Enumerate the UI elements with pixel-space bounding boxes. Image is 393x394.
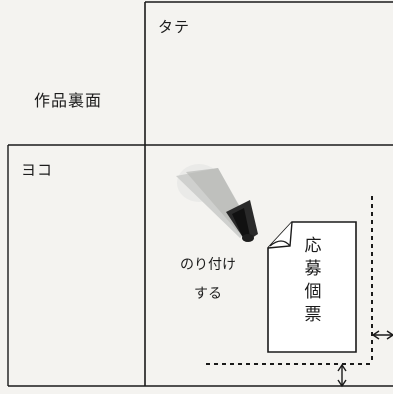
cell-label-artwork-back: 作品裏面: [34, 91, 103, 110]
glue-instruction-line-1: のり付け: [180, 257, 236, 273]
grid-lines: [7, 1, 393, 387]
entry-form-char: 募: [304, 259, 322, 279]
cell-label-tate: タテ: [158, 18, 191, 36]
dotted-guides: [206, 196, 373, 365]
entry-form-char: 票: [304, 305, 322, 325]
entry-form-sheet: [267, 221, 357, 353]
horizontal-double-arrow-icon: [371, 330, 393, 340]
vertical-double-arrow-icon: [337, 363, 347, 388]
entry-form-label: 応 募 個 票: [283, 238, 343, 330]
glue-instruction-line-2: する: [194, 286, 222, 302]
entry-form-char: 応: [304, 236, 322, 256]
entry-form-char: 個: [304, 282, 322, 302]
glue-stick-icon: [176, 164, 258, 242]
cell-label-yoko: ヨコ: [21, 161, 54, 179]
